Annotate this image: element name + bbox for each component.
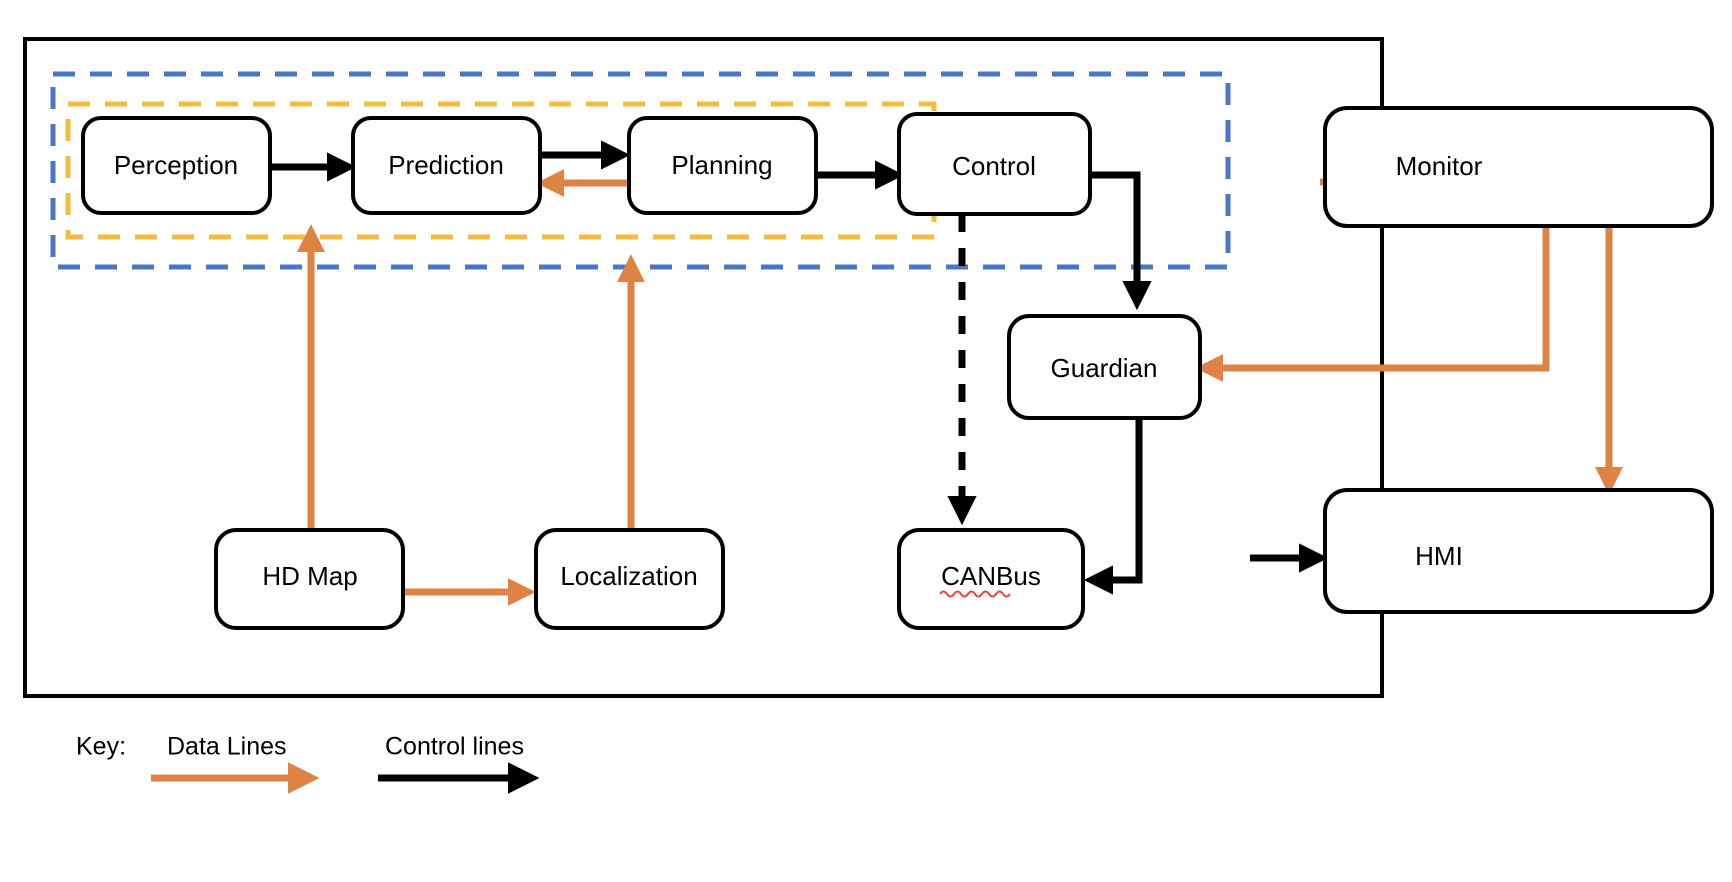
- legend: Key: Data Lines Control lines: [76, 733, 540, 794]
- node-guardian[interactable]: Guardian: [1007, 314, 1202, 420]
- legend-control-label: Control lines: [385, 733, 524, 761]
- edge-control-to-guardian: [1090, 171, 1152, 311]
- node-guardian-box[interactable]: [1007, 314, 1202, 420]
- legend-data-label: Data Lines: [167, 733, 287, 761]
- legend-title: Key:: [76, 733, 126, 761]
- node-perception-box[interactable]: [81, 116, 272, 215]
- node-prediction-box[interactable]: [351, 116, 542, 215]
- node-hmi-label: HMI: [1415, 541, 1463, 571]
- node-monitor-box[interactable]: [1323, 106, 1714, 228]
- node-planning-box[interactable]: [627, 116, 818, 215]
- node-control-box[interactable]: [897, 112, 1092, 216]
- node-hd-map[interactable]: HD Map: [214, 528, 405, 630]
- node-localization-label: Localization: [560, 561, 697, 591]
- node-canbus-box[interactable]: [897, 528, 1085, 630]
- node-planning-label: Planning: [671, 150, 772, 180]
- node-control-label: Control: [952, 151, 1036, 181]
- node-planning[interactable]: Planning: [627, 116, 818, 215]
- node-perception-label: Perception: [114, 150, 238, 180]
- node-localization-box[interactable]: [534, 528, 725, 630]
- node-monitor[interactable]: Monitor: [1323, 106, 1714, 228]
- node-prediction-label: Prediction: [388, 150, 504, 180]
- node-localization[interactable]: Localization: [534, 528, 725, 630]
- node-canbus-label: CANBus: [941, 561, 1041, 591]
- edge-monitor-to-guardian: [1195, 226, 1550, 382]
- node-hd-map-box[interactable]: [214, 528, 405, 630]
- node-control[interactable]: Control: [897, 112, 1092, 216]
- node-prediction[interactable]: Prediction: [351, 116, 542, 215]
- node-guardian-label: Guardian: [1051, 353, 1158, 383]
- node-canbus[interactable]: CANBus: [897, 528, 1085, 630]
- spellcheck-underline-icon: [939, 590, 1011, 598]
- node-hd-map-label: HD Map: [262, 561, 357, 591]
- node-perception[interactable]: Perception: [81, 116, 272, 215]
- node-monitor-label: Monitor: [1396, 151, 1483, 181]
- group-outer-dashed-blue: [50, 71, 1231, 270]
- node-hmi[interactable]: HMI: [1323, 488, 1714, 614]
- node-hmi-box[interactable]: [1323, 488, 1714, 614]
- edge-guardian-to-canbus: [1083, 418, 1143, 595]
